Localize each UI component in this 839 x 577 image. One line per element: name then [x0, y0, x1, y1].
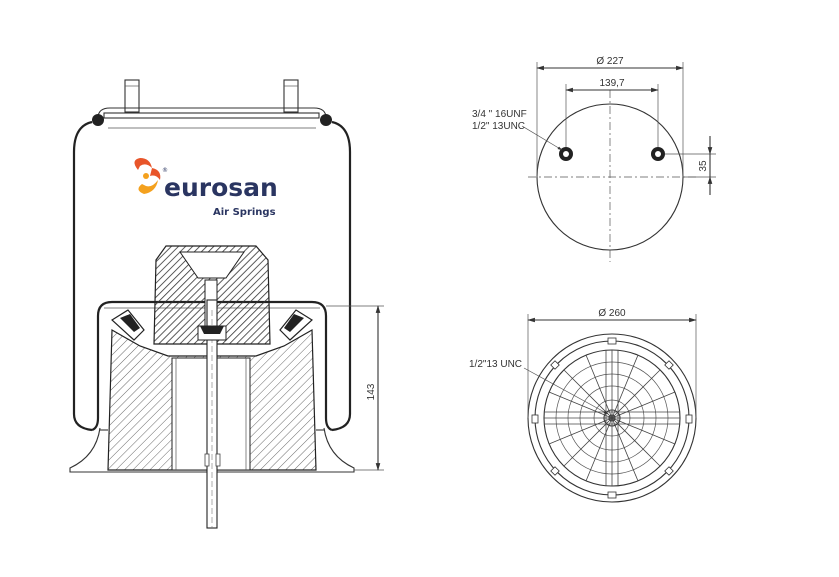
top-diameter-dimension: Ø 227 — [536, 56, 684, 177]
registered-mark: ® — [162, 167, 168, 174]
brand-name: eurosan — [164, 173, 278, 202]
top-diameter-value: Ø 227 — [596, 56, 624, 67]
mounting-hole-left — [559, 147, 573, 161]
bottom-diameter-value: Ø 260 — [598, 308, 626, 319]
bottom-diameter-dimension: Ø 260 — [527, 308, 697, 418]
outer-ring-tabs — [531, 337, 693, 499]
top-stud-left — [124, 79, 140, 113]
eurosan-logo: ® eurosan Air Springs — [134, 158, 278, 218]
top-stud-right — [283, 79, 299, 113]
thread-line1: 3/4 " 16UNF — [472, 109, 527, 120]
bottom-ribs — [544, 350, 680, 486]
mounting-hole-right — [651, 147, 665, 161]
bolt-spacing-dimension: 139,7 — [565, 78, 659, 147]
bottom-thread-value: 1/2"13 UNC — [469, 359, 522, 370]
height-value: 143 — [366, 383, 377, 400]
side-view: 143 ® eurosan Air Springs — [69, 79, 384, 529]
bottom-thread-callout: 1/2"13 UNC — [469, 359, 609, 415]
eurosan-swirl-logo-icon — [134, 158, 161, 194]
brand-subtitle: Air Springs — [213, 207, 276, 218]
bolt-spacing-value: 139,7 — [599, 78, 624, 89]
top-thread-callout: 3/4 " 16UNF 1/2" 13UNC — [472, 109, 563, 151]
height-dimension: 143 — [326, 305, 384, 471]
bottom-view: Ø 260 1/2"13 UNC — [469, 308, 697, 503]
offset-dimension: 35 — [665, 136, 716, 195]
top-plate — [92, 107, 332, 129]
offset-value: 35 — [698, 160, 709, 172]
center-stud — [197, 299, 227, 529]
top-view: Ø 227 139,7 35 3/4 " 16UNF 1/2" 13UNC — [472, 56, 716, 262]
thread-line2: 1/2" 13UNC — [472, 121, 525, 132]
bellows-outline — [72, 120, 352, 432]
